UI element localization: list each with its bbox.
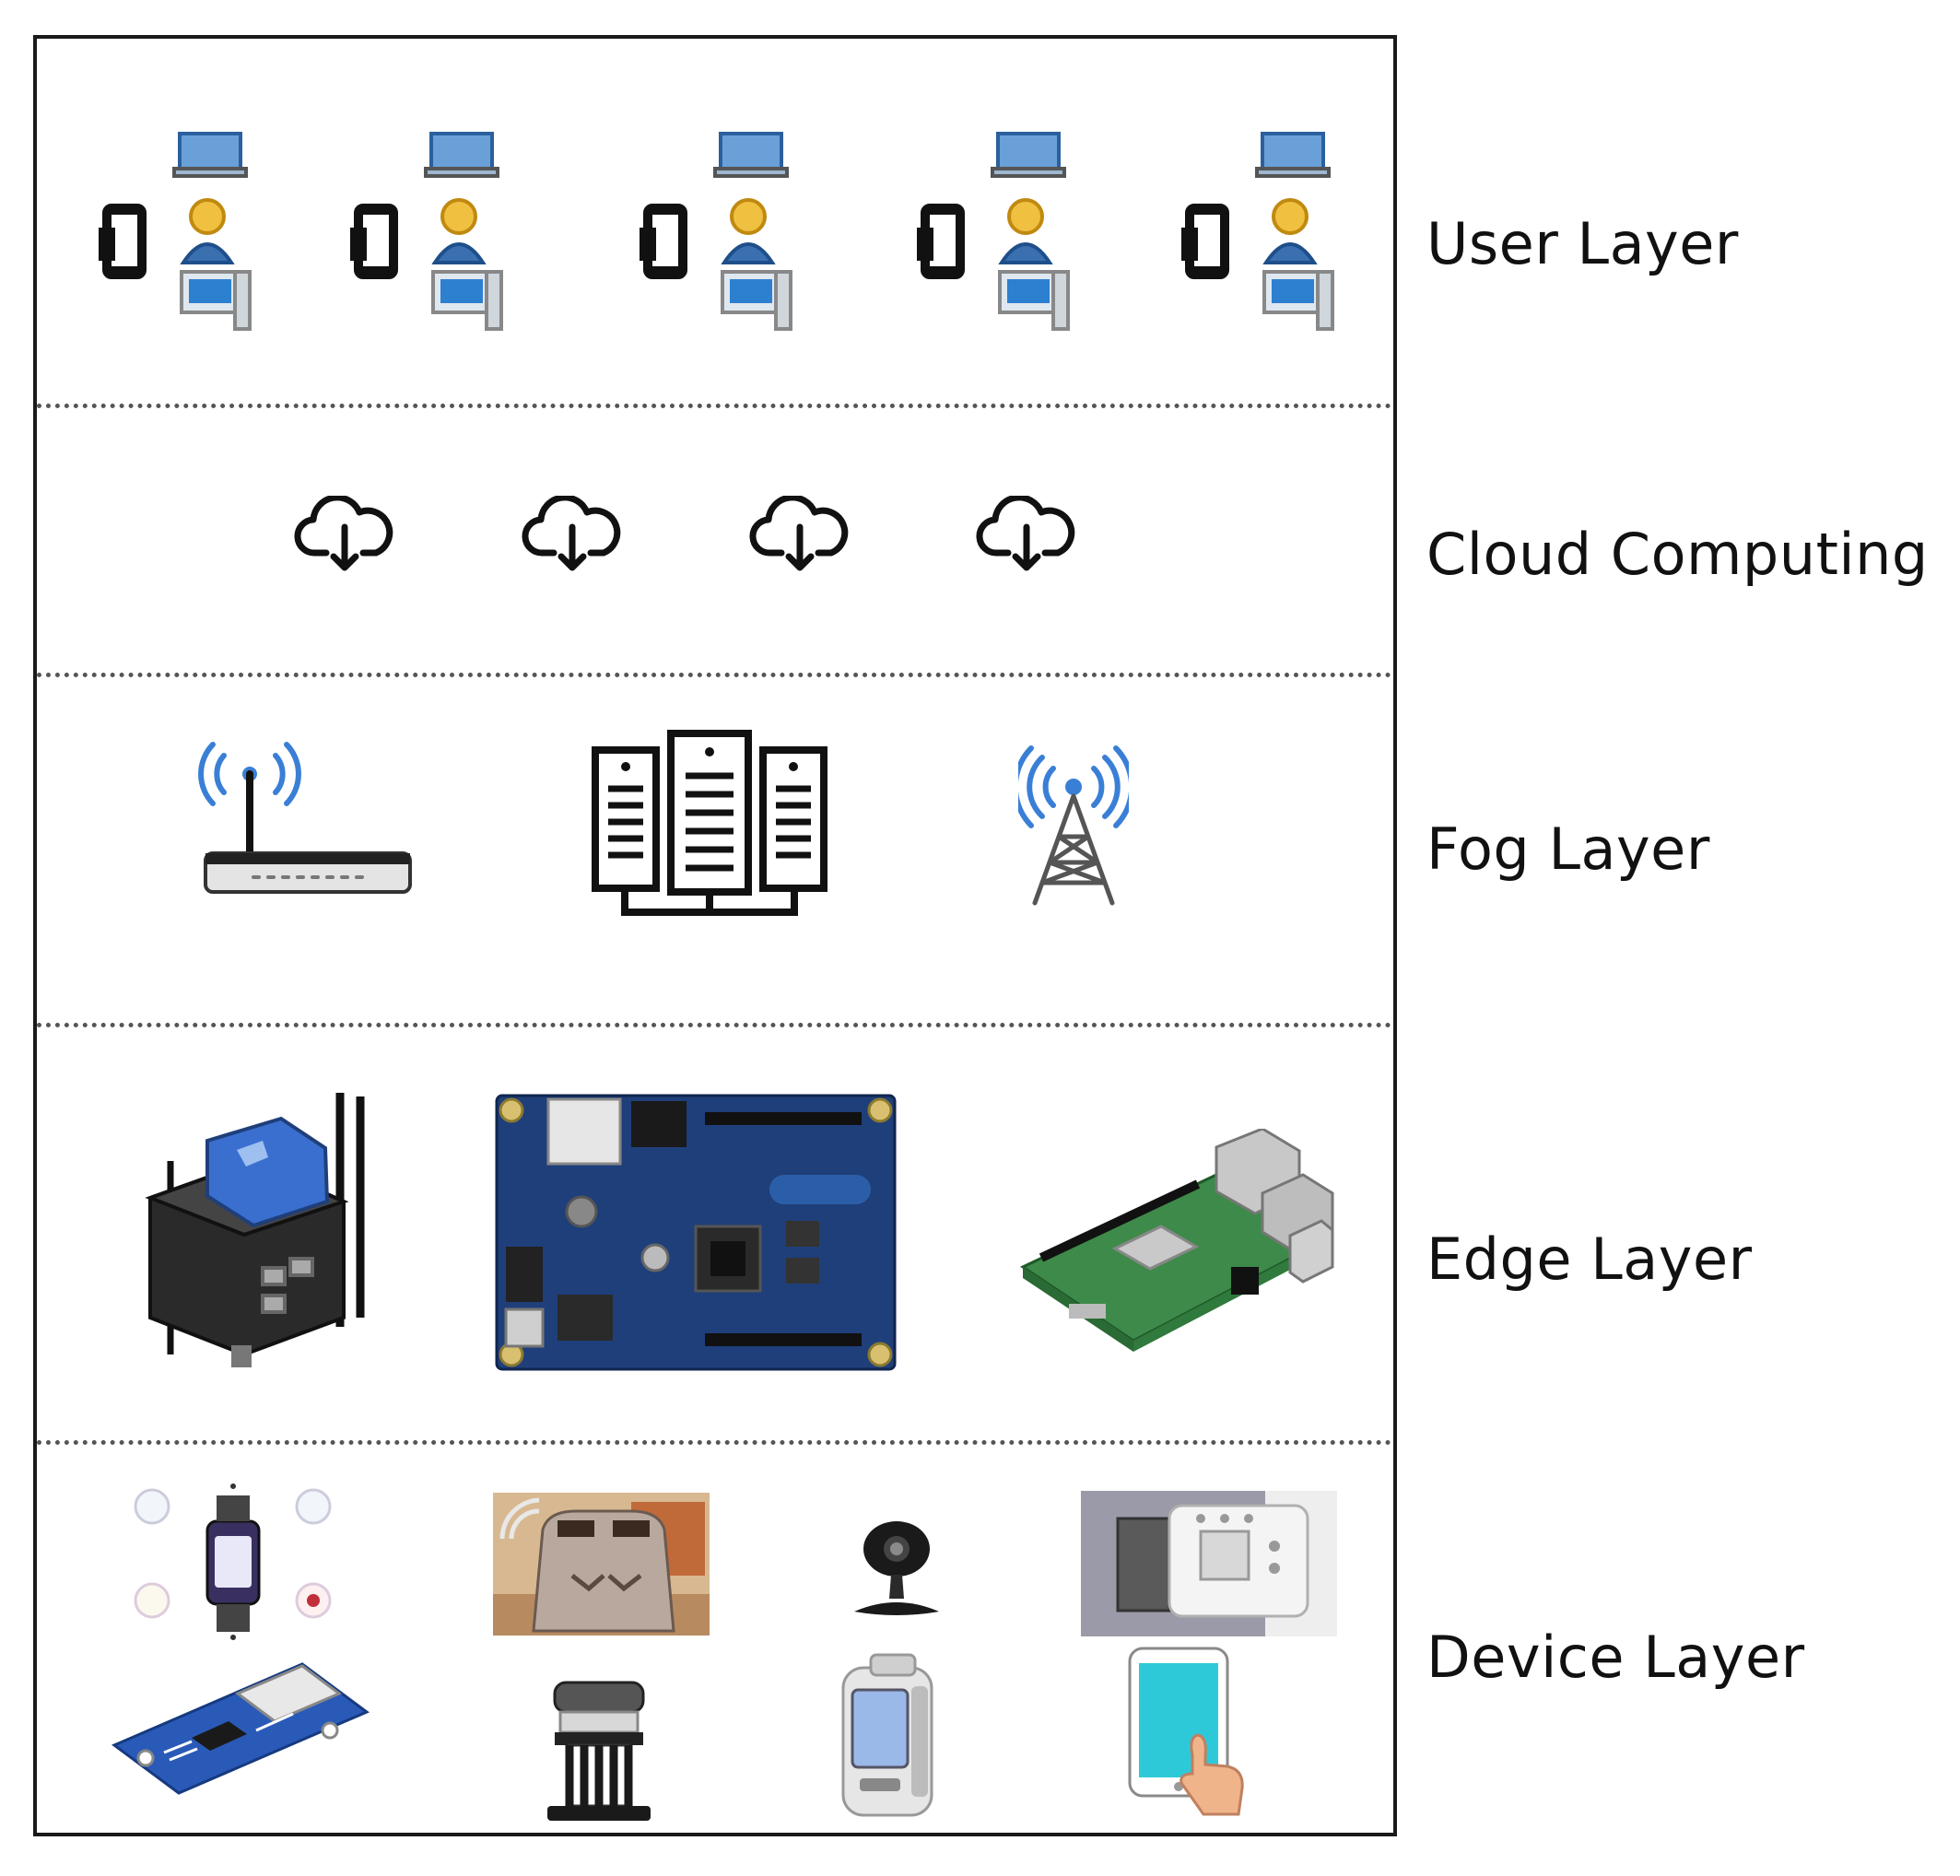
tablet-icon: [1124, 1645, 1253, 1820]
layer-label-fog: Fog Layer: [1426, 815, 1710, 883]
security-camera-icon: [843, 1516, 949, 1622]
cloud-download-icon: [975, 496, 1078, 575]
diagram-frame: [33, 35, 1397, 1836]
layer-label-user: User Layer: [1426, 210, 1739, 277]
layer-label-edge: Edge Layer: [1426, 1225, 1753, 1293]
separator-user-cloud: [37, 404, 1391, 408]
thermostat-icon: [1081, 1491, 1337, 1636]
raspberry-pi-icon: [1014, 1129, 1336, 1368]
cloud-download-icon: [748, 496, 851, 575]
user-group-icon: [97, 124, 253, 336]
user-group-icon: [348, 124, 505, 336]
cell-tower-icon: [1018, 745, 1129, 910]
layer-label-device: Device Layer: [1426, 1624, 1805, 1691]
sensor-board-icon: [109, 1657, 371, 1795]
smartwatch-icon: [124, 1479, 341, 1640]
pedometer-icon: [834, 1649, 945, 1820]
layer-label-cloud: Cloud Computing: [1426, 521, 1929, 588]
intel-galileo-board-icon: [493, 1092, 898, 1373]
separator-fog-edge: [37, 1023, 1391, 1027]
server-cluster-icon: [590, 728, 829, 921]
cloud-download-icon: [293, 496, 396, 575]
user-group-icon: [638, 124, 794, 336]
iot-gateway-icon: [143, 1087, 373, 1368]
separator-edge-device: [37, 1440, 1391, 1445]
wifi-router-icon: [198, 728, 415, 903]
user-group-icon: [1180, 124, 1336, 336]
user-group-icon: [915, 124, 1072, 336]
separator-cloud-fog: [37, 673, 1391, 677]
smart-toaster-icon: [493, 1493, 710, 1636]
coffee-maker-icon: [542, 1677, 657, 1824]
cloud-download-icon: [521, 496, 624, 575]
